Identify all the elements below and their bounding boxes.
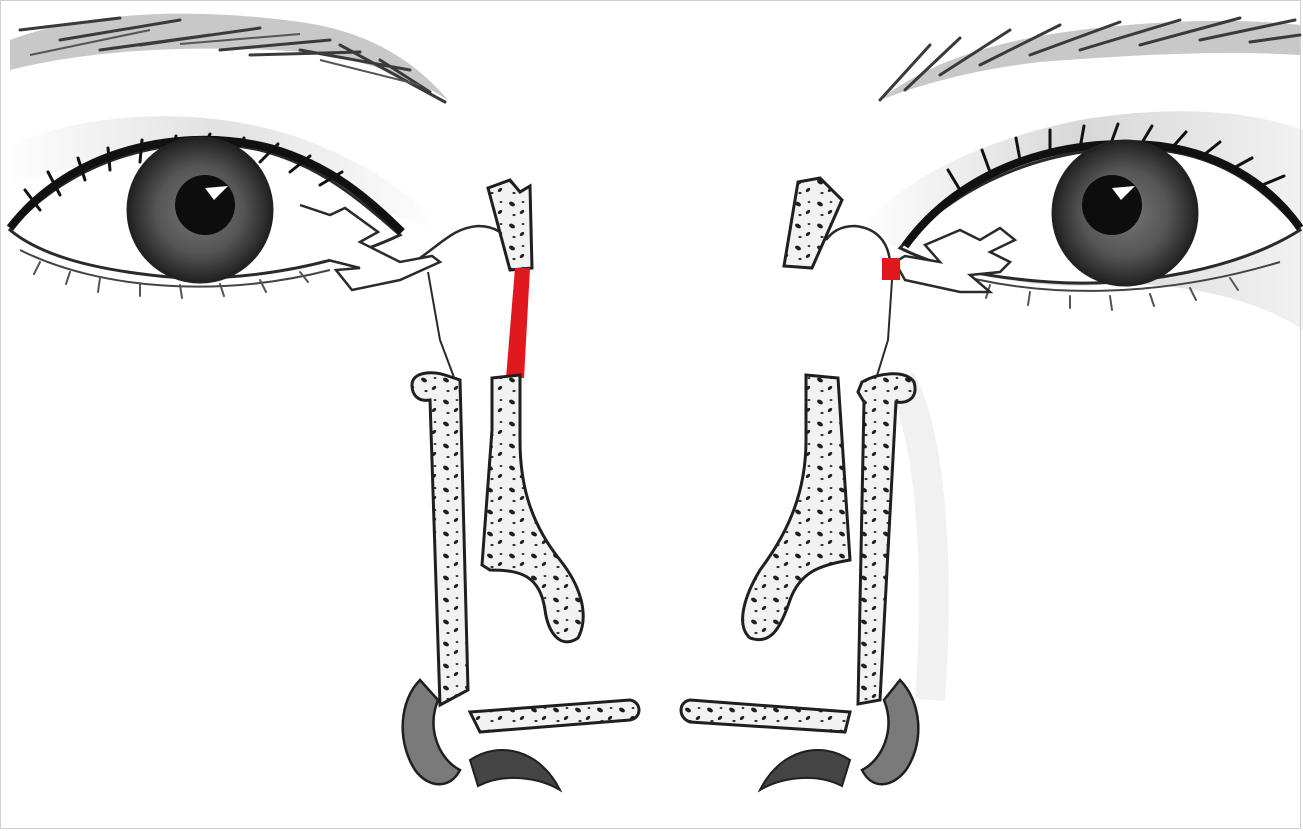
right-nasal-floor <box>681 700 850 732</box>
left-alar-cartilage <box>403 680 560 790</box>
right-lacrimal-bone-upper <box>784 178 842 268</box>
left-eyebrow <box>10 14 448 102</box>
left-nasal-floor <box>470 700 639 732</box>
right-middle-turbinate <box>743 375 850 640</box>
left-dacryocystorhinostomy-highlight <box>506 268 530 378</box>
left-middle-turbinate <box>482 375 583 642</box>
right-eyebrow <box>880 18 1300 100</box>
right-canalicular-highlight <box>882 258 900 280</box>
left-lacrimal-canaliculi <box>300 205 512 380</box>
left-lateral-nasal-wall <box>412 373 468 705</box>
right-alar-cartilage <box>760 680 918 790</box>
left-lacrimal-bone-upper <box>488 180 532 270</box>
